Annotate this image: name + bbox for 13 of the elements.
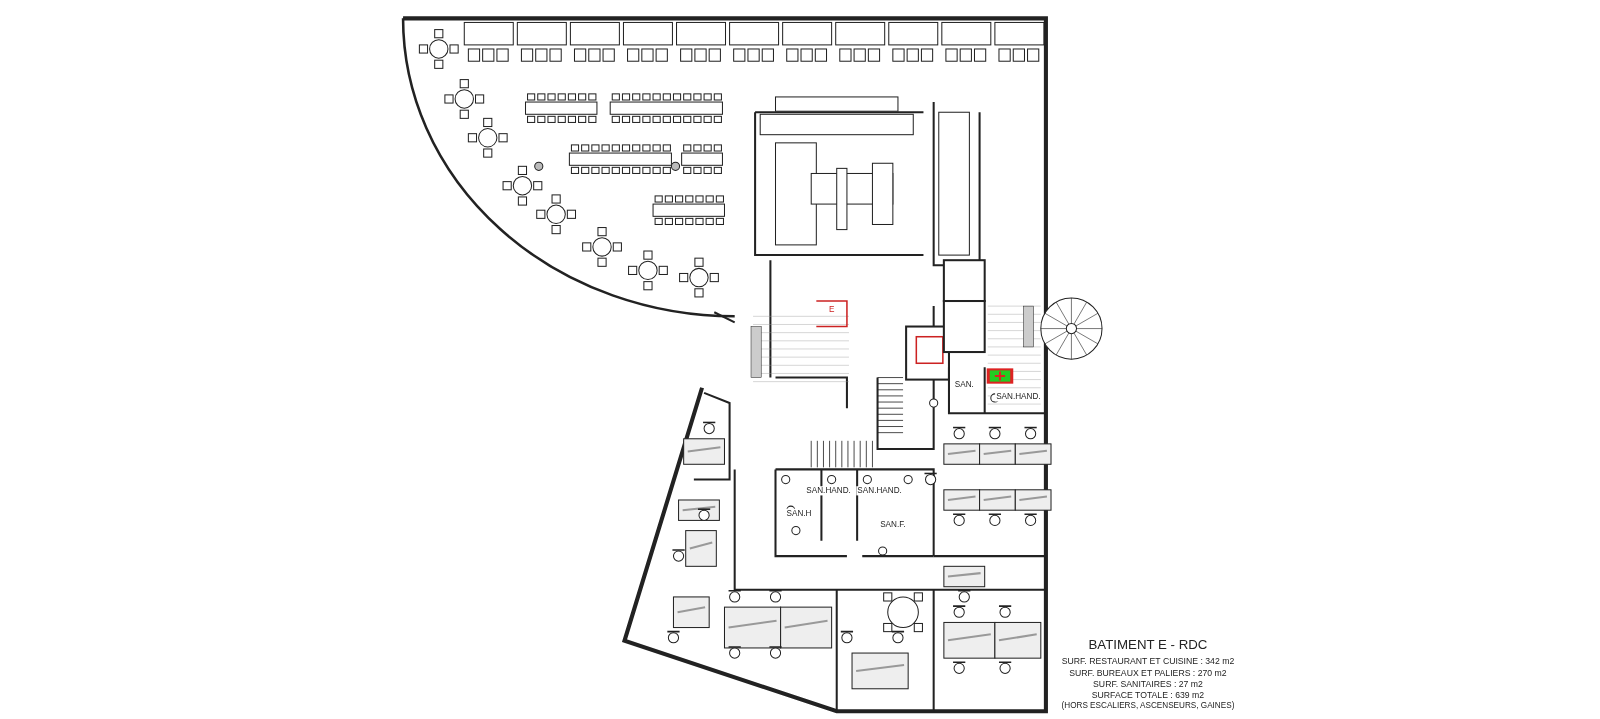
area-note: SURF. RESTAURANT ET CUISINE : 342 m2 (1061, 656, 1235, 667)
room-label: SAN.F. (879, 519, 907, 530)
area-note: (HORS ESCALIERS, ASCENSEURS, GAINES) (1061, 701, 1235, 711)
area-note: SURF. BUREAUX ET PALIERS : 270 m2 (1069, 667, 1227, 678)
room-label: SAN.HAND. (805, 486, 852, 496)
room-label: SAN. (953, 380, 975, 390)
area-note: SURF. SANITAIRES : 27 m2 (1093, 678, 1203, 689)
area-note: SURFACE TOTALE : 639 m2 (1091, 689, 1205, 700)
room-label: SAN.HAND. (856, 486, 903, 496)
room-label: SAN.H (785, 508, 813, 518)
room-label: E (827, 304, 836, 314)
room-label: SAN.HAND. (995, 392, 1042, 402)
drawing-title: BATIMENT E - RDC (1088, 636, 1208, 653)
